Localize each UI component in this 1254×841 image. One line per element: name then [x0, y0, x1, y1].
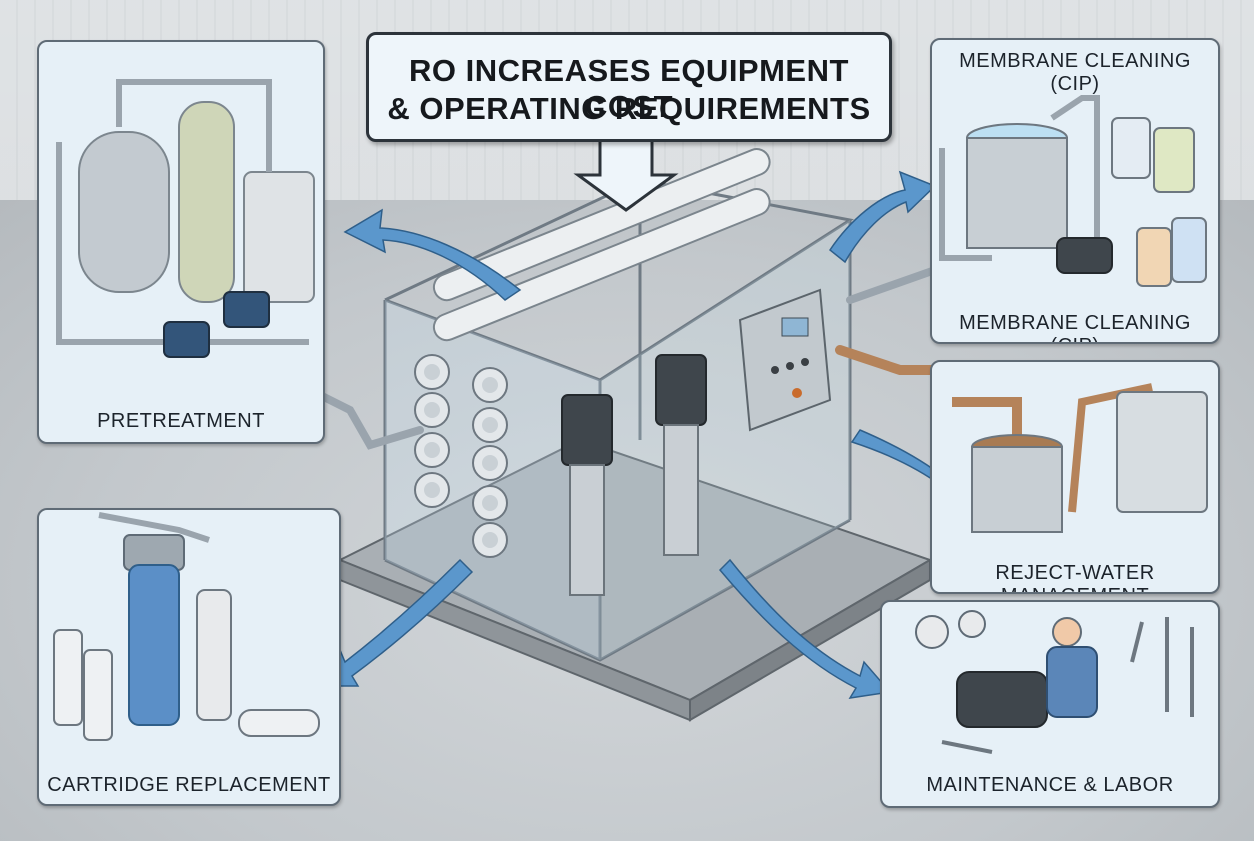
panel-membrane-cleaning: MEMBRANE CLEANING (CIP) MEMBRANE CLEANIN… — [930, 38, 1220, 344]
pretreatment-illustration — [56, 79, 315, 358]
filter-column — [178, 101, 235, 303]
cartridge-filter — [196, 589, 232, 721]
spare-cartridges — [53, 629, 320, 741]
cartridge-illustration — [53, 512, 320, 741]
title-callout: RO INCREASES EQUIPMENT COST & OPERATING … — [366, 32, 892, 142]
title-line-1: RO INCREASES EQUIPMENT COST — [409, 53, 849, 124]
pressure-gauge — [915, 615, 949, 649]
softener-cabinet — [243, 171, 315, 303]
label-reject: REJECT-WATER MANAGEMENT — [995, 562, 1155, 592]
tools — [941, 617, 1194, 754]
panel-pretreatment: PRETREATMENT — [37, 40, 325, 444]
label-maintenance: MAINTENANCE & LABOR — [926, 774, 1174, 796]
cip-tank — [966, 137, 1068, 249]
label-pretreatment: PRETREATMENT — [97, 410, 265, 432]
pressure-gauge-2 — [958, 610, 986, 638]
technician-body — [1046, 646, 1098, 718]
cip-illustration — [939, 95, 1207, 287]
membrane-vessels — [414, 148, 771, 558]
maintenance-illustration — [915, 610, 1194, 754]
chemical-bottles — [1111, 117, 1207, 287]
reject-tank — [971, 446, 1063, 533]
cip-pump — [1056, 237, 1113, 274]
high-pressure-pumps — [561, 354, 707, 596]
panel-cartridge: CARTRIDGE REPLACEMENT — [37, 508, 341, 806]
filter-housing — [128, 564, 180, 726]
label-cip-bottom: MEMBRANE CLEANING (CIP) — [959, 312, 1191, 342]
title-line-2: & OPERATING REQUIREMENTS — [387, 91, 871, 126]
label-cip-top: MEMBRANE CLEANING (CIP) — [959, 50, 1191, 95]
technician-head — [1052, 617, 1082, 647]
pressure-tank — [78, 131, 170, 293]
dosing-pumps — [163, 291, 270, 358]
panel-maintenance: MAINTENANCE & LABOR — [880, 600, 1220, 808]
panel-reject-water: REJECT-WATER MANAGEMENT — [930, 360, 1220, 594]
motor-pump — [956, 671, 1048, 728]
reject-illustration — [952, 383, 1208, 533]
reject-unit — [1116, 391, 1208, 513]
label-cartridge: CARTRIDGE REPLACEMENT — [47, 774, 331, 796]
control-panel — [738, 288, 832, 432]
